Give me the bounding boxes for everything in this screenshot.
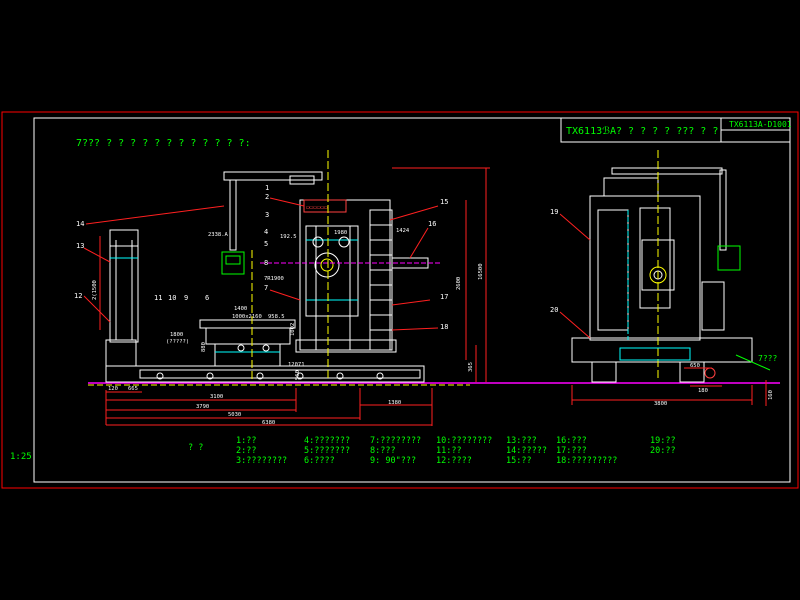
dim-180: 180	[698, 388, 708, 394]
callout-6: 6	[205, 294, 209, 302]
dim-1000x2160: 1000x2160	[232, 314, 262, 320]
callout-17: 17	[440, 293, 448, 301]
dim-6380: 6380	[262, 420, 275, 426]
dim-365: 365	[468, 362, 474, 372]
callout-15: 15	[440, 198, 448, 206]
legend-item: 17:???	[556, 446, 587, 456]
dim-650: 650	[690, 363, 700, 369]
callout-1: 1	[265, 184, 269, 192]
dim-2338: 2338.A	[208, 232, 229, 238]
dim-120: 120	[108, 386, 118, 392]
dim-1400: 1400	[234, 306, 247, 312]
dim-1800: 1800	[170, 332, 183, 338]
legend-item: 5:???????	[304, 446, 350, 456]
dim-note: (?????)	[166, 339, 189, 345]
legend-item: 6:????	[304, 456, 335, 466]
callout-5: 5	[264, 240, 268, 248]
dimension-texts: 120 665 3100 3790 5030 6380 1380 2600 16…	[92, 228, 774, 426]
dim-1424: 1424	[396, 228, 410, 234]
dim-880: 880	[201, 342, 207, 352]
drawing-border	[33, 117, 791, 483]
legend-item: 7:????????	[370, 436, 421, 446]
dim-958: 958.5	[268, 314, 285, 320]
legend-heading: ? ?	[188, 443, 203, 453]
callout-12: 12	[74, 292, 82, 300]
legend-item: 12:????	[436, 456, 472, 466]
dim-560: 560	[295, 370, 301, 380]
callout-8: 8	[264, 259, 268, 267]
callout-labels: 1 2 3 4 5 6 7 8 9 10 11 12 13 14 15 16 1…	[74, 184, 558, 331]
dim-16500: 16500	[478, 263, 484, 280]
legend-item: 3:????????	[236, 456, 287, 466]
title-block-code: TX6113A-D1001	[729, 120, 792, 129]
legend-item: 8:???	[370, 446, 396, 456]
callout-9: 9	[184, 294, 188, 302]
callout-20: 20	[550, 306, 558, 314]
dim-5030: 5030	[228, 412, 241, 418]
legend-item: 1:??	[236, 436, 256, 446]
dim-12071: 12071	[288, 362, 305, 368]
legend-item: 4:???????	[304, 436, 350, 446]
callout-2: 2	[265, 193, 269, 201]
dim-1002: 1002	[290, 323, 296, 336]
legend-item: 10:????????	[436, 436, 492, 446]
callout-13: 13	[76, 242, 84, 250]
dim-1980: 1980	[334, 230, 347, 236]
callout-16: 16	[428, 220, 436, 228]
dim-1380: 1380	[388, 400, 401, 406]
callout-14: 14	[76, 220, 84, 228]
dim-2600: 2600	[456, 277, 462, 290]
dimension-lines	[83, 167, 767, 426]
legend-item: 20:??	[650, 446, 676, 456]
parts-legend: ? ? 1:?? 2:?? 3:???????? 4:??????? 5:???…	[188, 436, 676, 466]
legend-item: 19:??	[650, 436, 676, 446]
dim-192: 192.5	[280, 234, 297, 240]
note-line: 7??? ? ? ? ? ? ? ? ? ? ? ? ?:	[76, 138, 251, 149]
right-annotation: 7???	[758, 354, 777, 363]
dim-2-1500: 2(1500	[92, 280, 98, 300]
dim-665: 665	[128, 386, 138, 392]
callout-11: 11	[154, 294, 162, 302]
legend-item: 16:???	[556, 436, 587, 446]
dim-3800: 3800	[654, 401, 667, 407]
dim-781: 7R1900	[264, 276, 284, 282]
dim-3790: 3790	[196, 404, 209, 410]
svg-text:▭▭▭▭▭▭: ▭▭▭▭▭▭	[306, 204, 328, 211]
dim-160: 160	[768, 390, 774, 400]
callout-3: 3	[265, 211, 269, 219]
legend-item: 9: 90"???	[370, 456, 416, 466]
callout-18: 18	[440, 323, 448, 331]
legend-item: 13:???	[506, 436, 537, 446]
legend-item: 2:??	[236, 446, 256, 456]
title-block: TX6113ℬA? ? ? ? ? ??? ? ? TX6113A-D1001	[560, 117, 792, 143]
legend-item: 18:?????????	[556, 456, 617, 466]
callout-10: 10	[168, 294, 176, 302]
callout-4: 4	[264, 228, 268, 236]
legend-item: 11:??	[436, 446, 462, 456]
scale-label: 1:25	[10, 452, 32, 462]
side-view	[571, 150, 771, 383]
dim-3100: 3100	[210, 394, 223, 400]
front-view: ▭▭▭▭▭▭	[88, 150, 780, 386]
title-block-name: TX6113ℬA? ? ? ? ? ??? ? ?	[566, 126, 718, 137]
legend-item: 15:??	[506, 456, 532, 466]
callout-7: 7	[264, 284, 268, 292]
outer-frame	[1, 111, 799, 489]
callout-19: 19	[550, 208, 558, 216]
legend-item: 14:?????	[506, 446, 547, 456]
